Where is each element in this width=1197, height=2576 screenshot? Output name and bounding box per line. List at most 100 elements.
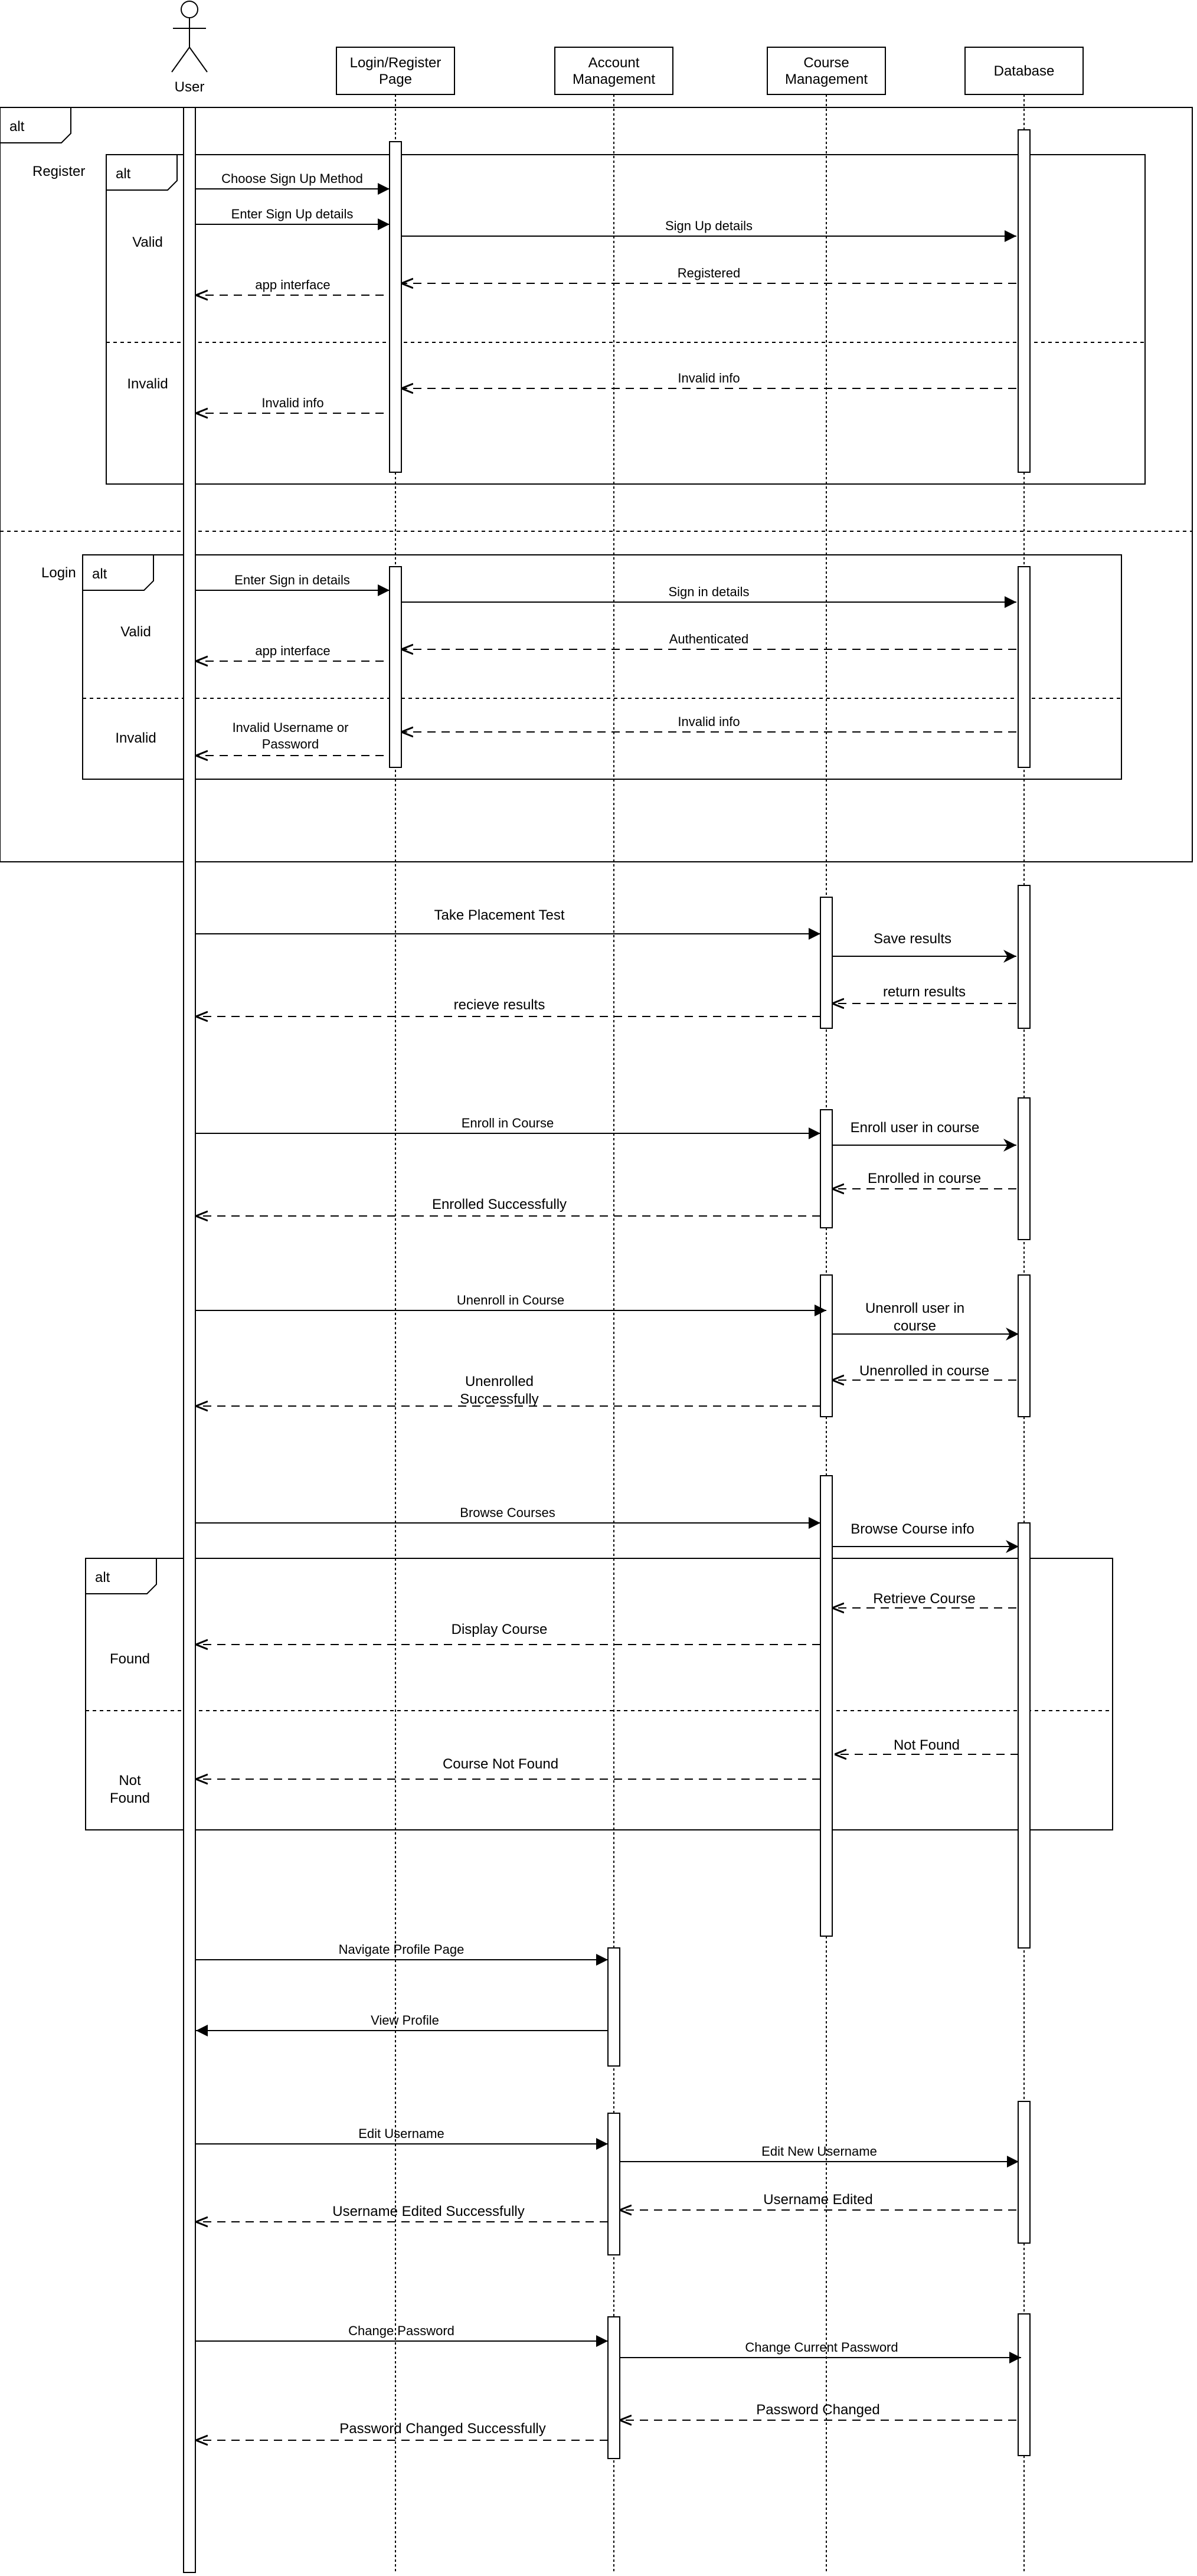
message: Change Current Password	[620, 2340, 1021, 2363]
message: Enter Sign in details	[195, 573, 390, 596]
message: Browse Courses	[195, 1505, 820, 1529]
participant-label: Page	[379, 71, 412, 87]
message: app interface	[196, 643, 384, 661]
message: Invalid info	[401, 371, 1016, 388]
message-label: Enrolled in course	[868, 1171, 981, 1186]
participant-label: Login/Register	[350, 55, 441, 71]
message-label: return results	[883, 984, 966, 1000]
message: Take Placement Test	[195, 907, 820, 940]
message-label: Unenroll in Course	[457, 1293, 564, 1307]
message-label: Browse Course info	[851, 1521, 974, 1537]
message-label: recieve results	[454, 997, 545, 1013]
message: Password Changed	[620, 2402, 1016, 2420]
activation-db	[1018, 2101, 1031, 2244]
activation-account	[607, 2316, 620, 2459]
fragment-frame	[82, 554, 1122, 780]
message-label: Change Password	[348, 2323, 454, 2338]
message-label: Invalid Username or	[233, 720, 349, 735]
guard-label: Not	[119, 1773, 141, 1789]
message-label: Retrieve Course	[873, 1591, 975, 1607]
fragment-tag	[106, 155, 178, 191]
message: Sign Up details	[401, 218, 1016, 242]
participant-label: User	[175, 79, 205, 95]
message-label: app interface	[255, 277, 330, 292]
fragments: altRegisterLoginaltValidInvalidaltValidI…	[0, 107, 1193, 1830]
message-label: Invalid info	[261, 395, 323, 410]
message: Course Not Found	[196, 1756, 820, 1779]
guard-label: Invalid	[127, 376, 168, 392]
message-label: Edit Username	[358, 2126, 444, 2141]
message-label: Change Current Password	[745, 2340, 898, 2355]
guard-label: Invalid	[115, 730, 156, 746]
activation-db	[1018, 1522, 1031, 1949]
fragment-operator: alt	[92, 566, 107, 582]
fragment-frame	[0, 107, 1193, 862]
message-label: Unenroll user in	[865, 1300, 964, 1316]
activation-course	[820, 1109, 833, 1228]
message-label: Authenticated	[669, 632, 749, 646]
message-label: Sign Up details	[665, 218, 753, 233]
message: Browse Course info	[832, 1521, 1019, 1553]
participant-label: Course	[803, 55, 849, 71]
activation-course	[820, 897, 833, 1029]
participant-box	[964, 47, 1084, 95]
message: recieve results	[196, 997, 820, 1016]
message-label: Password	[262, 737, 319, 751]
message-label: course	[894, 1318, 936, 1334]
guard-label: Found	[110, 1651, 150, 1667]
fragment-operator: alt	[9, 119, 25, 135]
activation-login	[389, 566, 402, 768]
message: Enroll user in course	[832, 1120, 1016, 1152]
activation-db	[1018, 885, 1031, 1029]
message-label: Username Edited	[763, 2192, 872, 2208]
message-label: Enter Sign Up details	[231, 207, 354, 221]
actor-leg-right	[189, 47, 208, 73]
message: Retrieve Course	[832, 1591, 1016, 1608]
message: Edit New Username	[620, 2144, 1019, 2168]
message-label: Choose Sign Up Method	[221, 171, 363, 186]
message: Enrolled in course	[832, 1171, 1016, 1189]
fragment-frame	[85, 1558, 1113, 1830]
message-label: Username Edited Successfully	[332, 2204, 524, 2219]
message-label: Unenrolled	[465, 1374, 534, 1390]
activation-course	[820, 1274, 833, 1417]
message: Unenroll user in course	[832, 1300, 1019, 1341]
actor-head	[181, 1, 198, 18]
fragment-operator: alt	[95, 1570, 110, 1586]
message: Unenrolled in course	[832, 1363, 1016, 1380]
message: Password Changed Successfully	[196, 2421, 608, 2440]
participant-box	[554, 47, 673, 95]
participant-heads: UserLogin/RegisterPageAccountManagementC…	[171, 1, 1084, 95]
fragment-operator: alt	[116, 166, 131, 182]
message-label: Invalid info	[678, 714, 740, 729]
message-label: Enrolled Successfully	[432, 1197, 567, 1212]
participant-db: Database	[964, 47, 1084, 95]
fragment-tag	[86, 1558, 157, 1594]
message-label: Enter Sign in details	[234, 573, 350, 587]
message-label: Save results	[874, 931, 951, 947]
message: Invalid info	[196, 395, 384, 413]
message: Navigate Profile Page	[195, 1942, 608, 1966]
participant-label: Management	[573, 71, 655, 87]
message-label: Unenrolled in course	[859, 1363, 989, 1379]
guard-label: Valid	[120, 624, 151, 640]
message: Enrolled Successfully	[196, 1197, 820, 1216]
message-label: Invalid info	[678, 371, 740, 385]
message: Save results	[832, 931, 1016, 963]
message: Unenroll in Course	[195, 1293, 826, 1316]
message: Not Found	[835, 1737, 1019, 1754]
participant-label: Management	[785, 71, 868, 87]
message-label: Enroll user in course	[851, 1120, 980, 1136]
message-label: Password Changed Successfully	[339, 2421, 546, 2437]
activation-login	[389, 141, 402, 473]
guard-label: Login	[41, 565, 76, 581]
message-label: Enroll in Course	[462, 1116, 554, 1130]
activation-account	[607, 1947, 620, 2067]
